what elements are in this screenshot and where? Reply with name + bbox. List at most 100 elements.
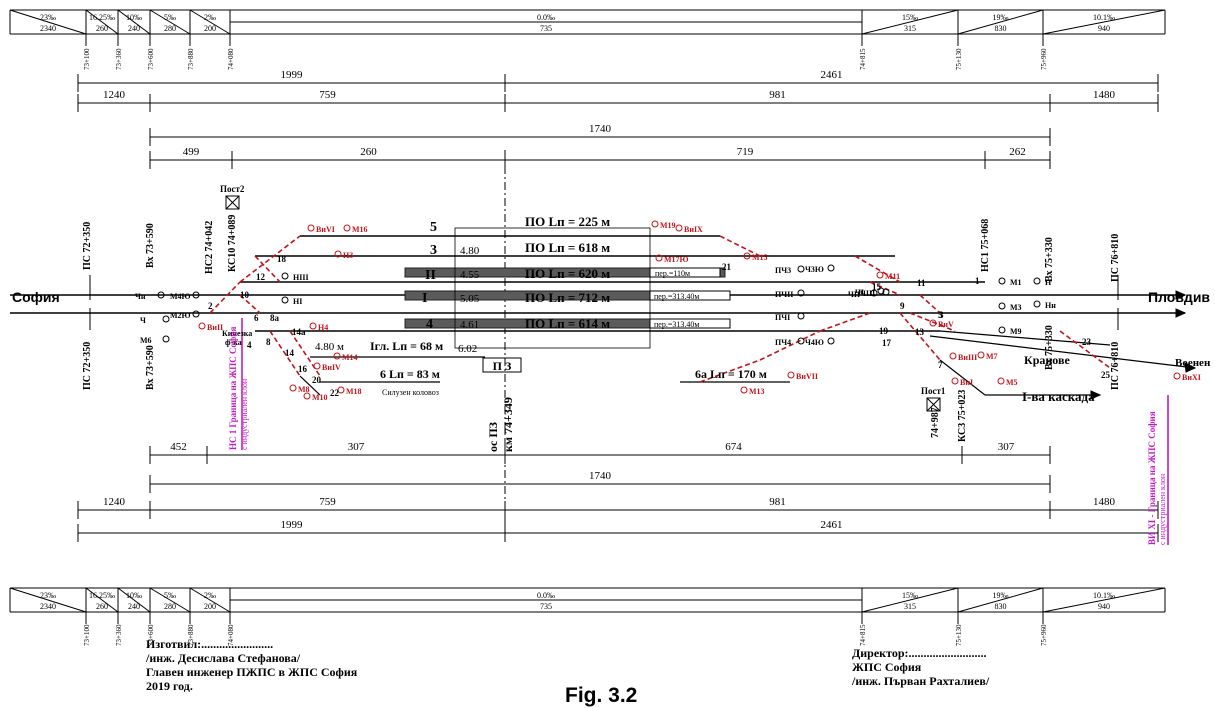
signal-lamp [281,272,289,280]
dimension-value: 1740 [589,470,612,482]
switch-connection [869,281,901,296]
boundary-label: с индустриален клон [1158,473,1167,545]
signal-label: М18 [346,387,362,396]
track-info: ПО Lп = 620 м [525,266,610,281]
post-label: Пост2 [220,184,245,194]
track-info: ПО Lп = 712 м [525,290,610,305]
switch-connection [854,255,901,283]
switch-number: 2 [208,301,213,311]
grade-slope-line [149,587,191,613]
signal-label: ВиIV [322,363,341,372]
signal-label: М10 [312,393,328,402]
signal-label: ВиVI [316,225,335,234]
switch-number: 1 [975,276,980,286]
location-marker: ПС 76+810 [1110,234,1121,282]
grade-length: 240 [128,602,140,611]
signal-lamp [797,312,805,320]
track-info: ПО Lп = 225 м [525,214,610,229]
grade-length: 830 [995,24,1007,33]
km-mark: 73+360 [115,624,123,646]
signal-lamp [997,377,1005,385]
switch-number: 16 [298,364,308,374]
track-number: I [422,291,427,306]
switch-number: 8 [266,337,271,347]
signal-lamp [882,288,890,296]
dimension-value: 307 [348,441,365,453]
grade-value: 10.1‰ [1093,13,1115,22]
grade-slope-line [957,9,1044,35]
signal-lamp [309,322,317,330]
switch-number: 5 [938,310,943,320]
grade-value: 15‰ [902,591,918,600]
grade-length: 315 [904,24,916,33]
signal-label: Н3 [343,251,353,260]
location-marker: ПС 76+810 [1110,342,1121,390]
track-spacing: 4.80 [460,245,480,257]
dimension-value: 1999 [281,69,304,81]
grade-value: 16.25‰ [89,13,115,22]
km-mark: 75+130 [955,48,963,70]
track-kaskada-lead [939,359,986,396]
signal-lamp [1033,277,1041,285]
grade-length: 280 [164,602,176,611]
post-cross [225,195,240,210]
switch-number: 6 [254,313,259,323]
signal-lamp [951,377,959,385]
signal-lamp [675,224,683,232]
km-mark: 75+130 [955,624,963,646]
switch-number: 9 [900,301,905,311]
track-spacing: 5.05 [460,293,480,305]
km-mark: 74+815 [859,48,867,70]
km-mark: 73+880 [187,48,195,70]
signal-label: М16 [352,225,368,234]
dimension-value: 1999 [281,519,304,531]
post-cross [926,397,941,412]
grade-value: 10.1‰ [1093,591,1115,600]
signal-lamp [334,250,342,258]
track-info: 6 Lп = 83 м [380,367,440,381]
director-name: /инж. Първан Рахталиев/ [852,674,990,688]
signal-lamp [977,351,985,359]
signal-label: ЧIII [860,289,875,298]
director-line: Директор:.......................... [852,646,987,660]
signal-label: М15 [752,253,768,262]
dimension-value: 1480 [1093,496,1116,508]
dimension-value: 981 [769,89,786,101]
switch-connection [254,255,281,283]
destination-label: I-ва каскада [1022,389,1095,404]
grade-value: 16.25‰ [89,591,115,600]
arrow-icon [1175,290,1187,300]
location-marker: Вх 75+330 [1044,237,1055,282]
signal-label: М17Ю [664,255,689,264]
dimension-value: 307 [998,441,1015,453]
location-marker: Вх 75+330 [1044,325,1055,370]
grade-value: 0.0‰ [537,13,555,22]
grade-value: 2‰ [204,591,216,600]
dimension-value: 674 [725,441,742,453]
signal-label: Н [1045,278,1052,287]
switch-connection [269,330,301,377]
destination-label: Кранове [1024,353,1070,367]
grade-slope-line [85,587,119,613]
prepared-by-line: Изготвил:........................ [146,637,274,651]
station-left: София [12,289,60,305]
grade-slope-line [85,9,119,35]
platform-length: пер.=110м [655,269,690,278]
signal-lamp [827,337,835,345]
post-box [926,397,941,412]
location-marker: 74+987 [930,407,941,438]
boundary-label: ВИ XI - Граница на ЖПС София [1147,411,1157,545]
switch-number: 7 [938,360,943,370]
grade-length: 280 [164,24,176,33]
grade-value: 10‰ [126,13,142,22]
grade-slope-line [117,9,151,35]
track-number: 5 [430,220,437,235]
signal-lamp [337,386,345,394]
signal-label: Ч4Ю [805,338,824,347]
grade-value: 5‰ [164,591,176,600]
track-table-frame [454,227,651,349]
location-marker: НС2 74+042 [204,221,215,274]
switch-number: 17 [882,338,892,348]
arrow-icon [1184,362,1197,373]
axis-label: км 74+349 [501,397,515,452]
